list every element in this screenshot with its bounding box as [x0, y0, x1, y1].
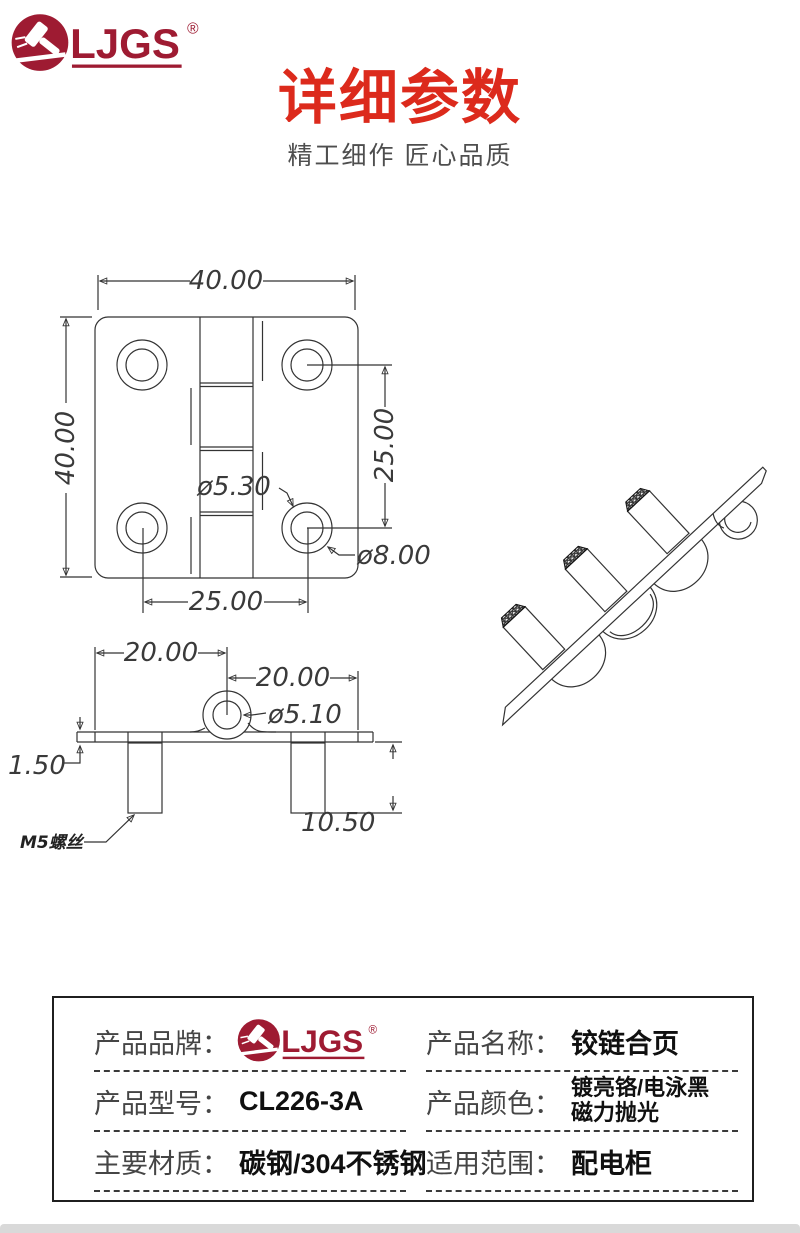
cell-product-name: 产品名称： 铰链合页 [426, 1012, 738, 1072]
spec-row-3: 主要材质： 碳钢/304不锈钢 适用范围： 配电柜 [94, 1132, 738, 1192]
page-subtitle: 精工细作 匠心品质 [287, 142, 513, 170]
brand-logo: LJGS ® [11, 14, 199, 71]
label-product-brand: 产品品牌： [94, 1028, 229, 1059]
svg-text:®: ® [368, 1025, 377, 1037]
cell-product-brand: 产品品牌： LJGS ® [94, 1012, 406, 1072]
cell-product-color: 产品颜色： 镀亮铬/电泳黑 磁力抛光 [426, 1072, 738, 1132]
value-product-color: 镀亮铬/电泳黑 磁力抛光 [571, 1075, 710, 1125]
svg-text:LJGS: LJGS [281, 1024, 363, 1059]
bottom-divider-bar [0, 1224, 800, 1233]
dim-plate-thickness: 1.50 [8, 751, 66, 781]
top-view-drawing: 40.00 40.00 25.00 25.00 ø5.30 ø8.00 [51, 266, 431, 617]
dim-hole-spacing-v: 25.00 [370, 408, 400, 482]
dim-screw-length: 10.50 [301, 808, 375, 838]
label-product-name: 产品名称： [426, 1028, 561, 1059]
label-material: 主要材质： [94, 1148, 229, 1179]
label-m5-screw: M5螺丝 [20, 833, 85, 853]
page-title: 详细参数 [277, 65, 522, 131]
dim-overall-height: 40.00 [51, 411, 81, 485]
label-product-color: 产品颜色： [426, 1088, 561, 1119]
dim-hole-spacing-h: 25.00 [189, 587, 263, 617]
cell-application: 适用范围： 配电柜 [426, 1132, 738, 1192]
iso-view-drawing [500, 466, 767, 727]
side-view-drawing: 20.00 20.00 ø5.10 1.50 10.50 M5螺丝 [8, 638, 402, 853]
value-product-name: 铰链合页 [571, 1028, 679, 1059]
spec-row-2: 产品型号： CL226-3A 产品颜色： 镀亮铬/电泳黑 磁力抛光 [94, 1072, 738, 1132]
spec-row-1: 产品品牌： LJGS ® 产品名称： 铰链合页 [94, 1012, 738, 1072]
dim-left-leaf: 20.00 [124, 638, 198, 668]
brand-logo-small: LJGS ® [237, 1019, 377, 1062]
label-product-model: 产品型号： [94, 1088, 229, 1119]
value-product-model: CL226-3A [239, 1085, 364, 1116]
cell-product-model: 产品型号： CL226-3A [94, 1072, 406, 1132]
value-application: 配电柜 [571, 1148, 652, 1179]
dim-overall-width: 40.00 [189, 266, 263, 296]
dim-pin-hole-dia: ø5.30 [196, 472, 271, 502]
label-application: 适用范围： [426, 1148, 561, 1179]
dim-right-leaf: 20.00 [256, 663, 330, 693]
registered-mark: ® [187, 20, 199, 37]
value-material: 碳钢/304不锈钢 [239, 1148, 427, 1179]
dim-pin-dia: ø5.10 [267, 700, 342, 730]
dim-mount-hole-dia: ø8.00 [356, 541, 431, 571]
spec-table: 产品品牌： LJGS ® 产品名称： 铰链合页 [52, 996, 754, 1202]
brand-wordmark: LJGS [70, 20, 180, 67]
cell-material: 主要材质： 碳钢/304不锈钢 [94, 1132, 427, 1192]
